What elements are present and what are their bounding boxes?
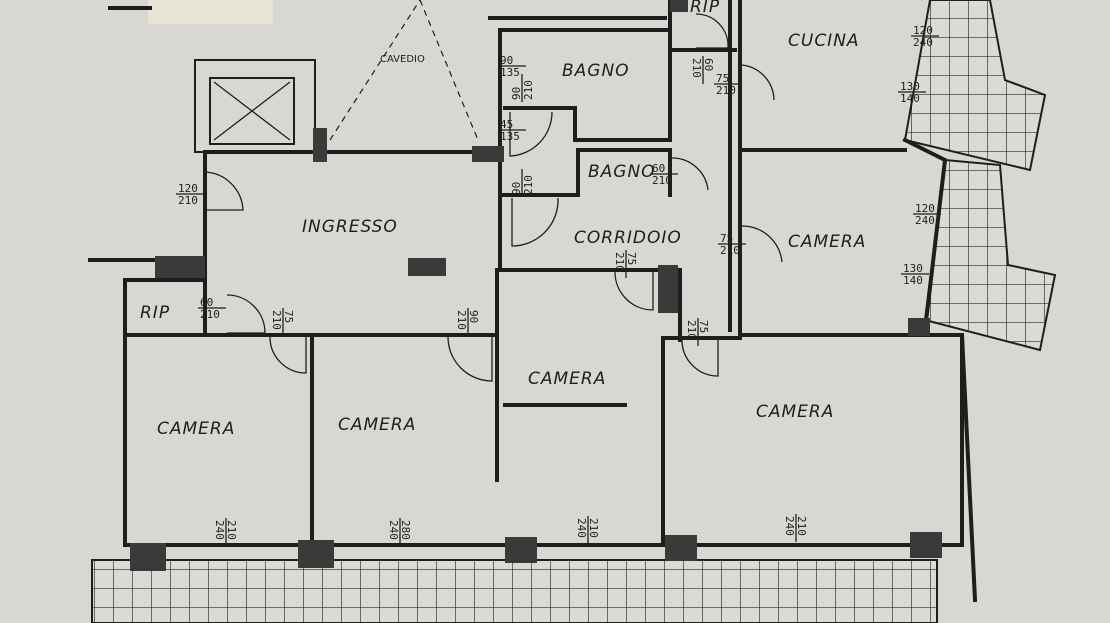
dimension-height: 240: [213, 520, 226, 540]
dimension-width: 60: [702, 58, 715, 71]
dimension-height: 140: [903, 274, 923, 287]
dimension-height: 140: [900, 92, 920, 105]
dimension-width: 75: [720, 232, 733, 245]
dimension-width: 75: [697, 320, 710, 333]
dimension-height: 135: [500, 66, 520, 79]
dimension-height: 135: [500, 130, 520, 143]
room-label-camera-center-left: CAMERA: [338, 415, 416, 435]
dimension-width: 120: [913, 24, 933, 37]
dimension-width: 90: [510, 87, 523, 100]
room-label-rip-top: RIP: [690, 0, 720, 17]
room-label-camera-center: CAMERA: [528, 369, 606, 389]
dimension-height: 210: [685, 320, 698, 340]
dimension-height: 210: [522, 175, 535, 195]
balcony-camera: [923, 158, 1057, 352]
room-label-corridoio: CORRIDOIO: [574, 228, 682, 248]
dimension-height: 210: [720, 244, 740, 257]
room-label-camera-left: CAMERA: [157, 419, 235, 439]
dimension-width: 120: [178, 182, 198, 195]
dimension-width: 120: [915, 202, 935, 215]
room-label-ingresso: INGRESSO: [302, 217, 398, 237]
dimension-width: 130: [900, 80, 920, 93]
dimension-height: 240: [915, 214, 935, 227]
cavedio-lines: [329, 0, 479, 141]
dimension-width: 90: [510, 182, 523, 195]
dimension-width: 90: [500, 54, 513, 67]
dimension-height: 210: [178, 194, 198, 207]
door-swings: [204, 13, 783, 382]
dimension-width: 75: [716, 72, 729, 85]
pillars: [130, 0, 942, 571]
dimension-height: 210: [200, 308, 220, 321]
dimension-height: 210: [522, 80, 535, 100]
dimension-height: 240: [387, 520, 400, 540]
dimension-height: 210: [613, 252, 626, 272]
room-label-camera-right: CAMERA: [756, 402, 834, 422]
dimension-height: 210: [652, 174, 672, 187]
dimension-height: 240: [913, 36, 933, 49]
room-label-cavedio: CAVEDIO: [380, 54, 425, 65]
dimension-width: 210: [587, 518, 600, 538]
dimension-height: 210: [455, 310, 468, 330]
dimension-height: 210: [716, 84, 736, 97]
room-label-bagno: BAGNO: [562, 61, 630, 81]
dimension-width: 75: [625, 252, 638, 265]
room-label-camera-upper-right: CAMERA: [788, 232, 866, 252]
dimension-width: 210: [225, 520, 238, 540]
elevator-shaft: [194, 59, 316, 153]
dimension-height: 210: [270, 310, 283, 330]
dimension-width: 45: [500, 118, 513, 131]
room-label-bagno-small: BAGNO: [588, 162, 656, 182]
dimension-height: 240: [783, 516, 796, 536]
dimension-height: 240: [575, 518, 588, 538]
dimension-width: 280: [399, 520, 412, 540]
walls: [88, 0, 978, 603]
terrace-bottom: [91, 559, 938, 623]
room-label-rip-left: RIP: [140, 303, 170, 323]
dimension-width: 210: [795, 516, 808, 536]
dimension-width: 75: [282, 310, 295, 323]
dimension-height: 210: [690, 58, 703, 78]
dimension-width: 60: [652, 162, 665, 175]
room-label-cucina: CUCINA: [788, 31, 860, 51]
tape-scrap: [148, 0, 273, 24]
dimension-width: 130: [903, 262, 923, 275]
dimension-width: 90: [467, 310, 480, 323]
dimension-width: 60: [200, 296, 213, 309]
